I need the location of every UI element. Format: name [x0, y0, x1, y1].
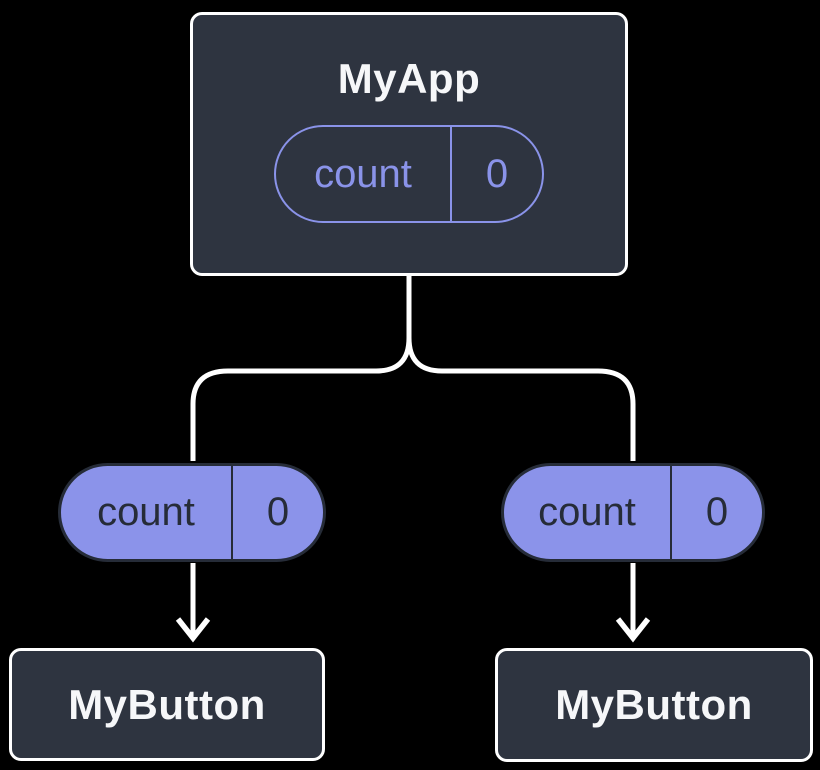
branch-line-left — [190, 274, 412, 461]
prop-value: 0 — [670, 466, 762, 559]
branch-line-right — [406, 274, 636, 461]
node-mybutton-right: MyButton — [495, 648, 813, 762]
state-pill: count 0 — [274, 125, 544, 223]
prop-value: 0 — [231, 466, 323, 559]
component-title: MyButton — [68, 680, 266, 728]
state-name: count — [314, 151, 412, 196]
component-title: MyApp — [337, 55, 481, 102]
prop-pill-right: count 0 — [501, 463, 765, 562]
node-mybutton-left: MyButton — [9, 648, 325, 761]
node-myapp: MyApp count 0 — [190, 12, 628, 276]
prop-name: count — [97, 490, 195, 534]
prop-pill-left: count 0 — [58, 463, 326, 562]
arrow-down-icon — [615, 617, 651, 643]
prop-name: count — [538, 490, 636, 534]
state-value: 0 — [450, 127, 542, 221]
component-title: MyButton — [555, 681, 753, 728]
arrow-down-icon — [175, 617, 211, 643]
